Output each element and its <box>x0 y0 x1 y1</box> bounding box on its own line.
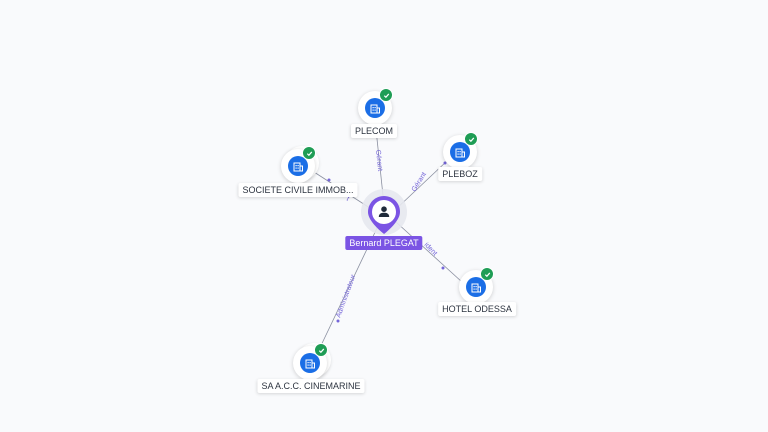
person-icon <box>378 206 390 217</box>
building-icon <box>466 277 486 297</box>
company-label-hotel[interactable]: HOTEL ODESSA <box>438 302 516 316</box>
building-icon <box>288 156 308 176</box>
company-node-pleboz[interactable] <box>443 132 478 169</box>
company-label-societe[interactable]: SOCIETE CIVILE IMMOB... <box>238 183 358 197</box>
edge-label-pleboz: Gérant <box>411 171 428 193</box>
edge-label-sa-acc: Administrateur <box>335 273 357 318</box>
edge-label-plecom: Gérant <box>374 149 383 171</box>
company-label-sa-acc[interactable]: SA A.C.C. CINEMARINE <box>257 379 365 393</box>
building-icon <box>300 353 320 373</box>
edge-hotel <box>395 221 463 283</box>
edge-label-hotel: ident <box>423 242 439 258</box>
company-node-hotel[interactable] <box>459 267 494 304</box>
check-badge-icon <box>314 343 328 357</box>
person-pin <box>368 196 400 234</box>
building-icon <box>450 142 470 162</box>
edge-arrow <box>441 266 445 270</box>
company-node-societe[interactable] <box>281 146 319 183</box>
edge-label-societe: t <box>345 196 350 203</box>
company-label-pleboz[interactable]: PLEBOZ <box>438 167 482 181</box>
person-node[interactable] <box>367 195 401 235</box>
company-node-plecom[interactable] <box>358 88 393 125</box>
check-badge-icon <box>464 132 478 146</box>
company-label-plecom[interactable]: PLECOM <box>350 124 398 138</box>
person-label[interactable]: Bernard PLEGAT <box>345 236 423 250</box>
edge-arrow <box>336 319 340 323</box>
check-badge-icon <box>302 146 316 160</box>
check-badge-icon <box>480 267 494 281</box>
edge-arrow <box>327 178 331 182</box>
building-icon <box>365 98 385 118</box>
check-badge-icon <box>379 88 393 102</box>
company-node-sa-acc[interactable] <box>293 343 331 380</box>
